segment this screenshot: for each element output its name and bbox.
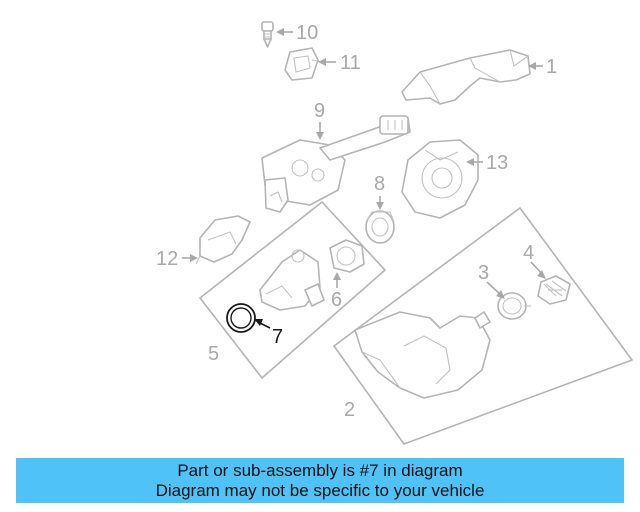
callout-label-13: 13 <box>486 152 508 174</box>
part-13-clock-spring[interactable] <box>401 139 479 219</box>
callout-3: 3 <box>478 262 505 299</box>
part-10-screw[interactable] <box>261 21 274 48</box>
callout-11: 11 <box>318 52 361 74</box>
callout-6: 6 <box>331 272 342 311</box>
callout-label-10: 10 <box>296 22 318 44</box>
part-4-cover[interactable] <box>537 275 571 305</box>
part-2-lower-shroud[interactable] <box>333 207 633 445</box>
callout-2: 2 <box>344 399 355 421</box>
callout-label-11: 11 <box>340 52 361 74</box>
banner-line-2: Diagram may not be specific to your vehi… <box>155 480 485 500</box>
callout-5: 5 <box>208 343 219 365</box>
callout-label-7: 7 <box>272 326 283 348</box>
callout-8: 8 <box>374 173 385 210</box>
callout-1: 1 <box>528 56 557 78</box>
callout-9: 9 <box>314 100 325 140</box>
callout-label-1: 1 <box>546 56 557 78</box>
part-12-bracket[interactable] <box>195 215 251 265</box>
part-8-lock-cylinder[interactable] <box>365 210 395 244</box>
part-9-combination-switch[interactable] <box>261 115 411 213</box>
callout-label-9: 9 <box>314 100 325 122</box>
part-7-ring[interactable] <box>226 303 256 333</box>
parts-diagram: 1 2 3 4 5 6 7 8 9 10 <box>156 21 633 445</box>
callout-7: 7 <box>254 319 283 348</box>
callout-10: 10 <box>276 22 318 44</box>
callout-label-4: 4 <box>523 242 534 264</box>
callout-4: 4 <box>523 242 546 279</box>
info-banner: Part or sub-assembly is #7 in diagram Di… <box>16 458 624 503</box>
callout-label-3: 3 <box>478 262 489 284</box>
callout-label-2: 2 <box>344 399 355 421</box>
part-5-ignition-assembly[interactable] <box>199 201 386 379</box>
callout-label-5: 5 <box>208 343 219 365</box>
callout-13: 13 <box>466 152 508 174</box>
part-1-upper-shroud[interactable] <box>401 49 531 105</box>
part-3-ring[interactable] <box>497 292 531 320</box>
callout-label-8: 8 <box>374 173 385 195</box>
part-11-clip[interactable] <box>284 47 323 81</box>
part-6-knob[interactable] <box>329 239 365 273</box>
callout-12: 12 <box>156 248 198 270</box>
callout-label-6: 6 <box>331 289 342 311</box>
banner-line-1: Part or sub-assembly is #7 in diagram <box>177 460 463 480</box>
callout-label-12: 12 <box>156 248 178 270</box>
